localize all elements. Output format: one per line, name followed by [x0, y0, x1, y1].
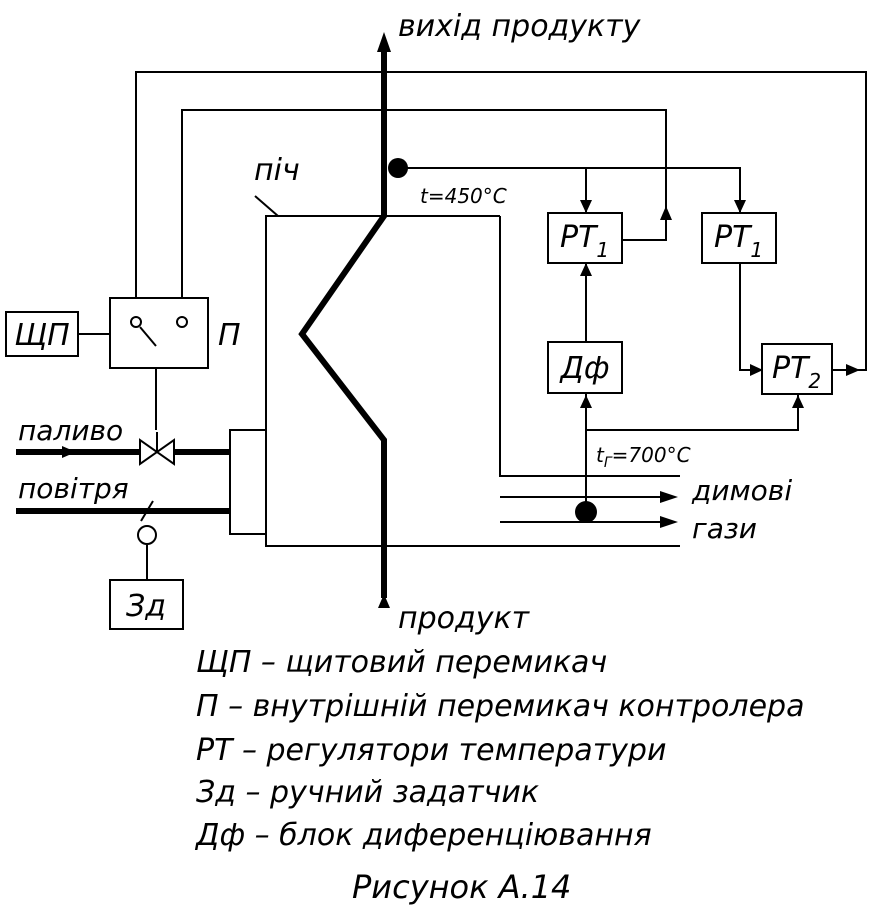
furnace-leader	[254, 195, 279, 217]
block-rt2-main: РТ	[772, 351, 811, 386]
legend-line: Дф – блок диференціювання	[194, 818, 652, 853]
product-pipe	[298, 32, 391, 608]
flue-gas-arrowhead-1	[660, 491, 678, 503]
block-rt1-a-sub: 1	[596, 238, 609, 262]
label-temp-gas-symbol: t	[596, 443, 605, 467]
flue-gas-arrowhead-2	[660, 516, 678, 528]
product-out-arrow	[377, 32, 391, 52]
signal-line-gas-to-rt2	[586, 394, 799, 431]
block-rt2: РТ2	[761, 343, 833, 395]
block-rt1-b-sub: 1	[750, 238, 763, 262]
label-flue: димові	[691, 474, 792, 507]
block-rt1-b-label: РТ1	[714, 220, 763, 262]
signal-line-rt1-to-rt2	[739, 262, 762, 371]
signal-line-inner-loop	[181, 109, 667, 316]
block-p-contact-right	[176, 316, 188, 328]
block-df: Дф	[547, 341, 623, 394]
block-shchp: ЩП	[5, 311, 79, 357]
label-temp-product: t=450°C	[420, 184, 507, 208]
legend-line: Зд – ручний задатчик	[196, 775, 539, 810]
block-rt1-a-frame	[547, 212, 623, 264]
block-p: П	[109, 297, 241, 369]
label-product-in: продукт	[398, 601, 531, 636]
flue-gas-arrows	[500, 491, 678, 528]
legend-line: ЩП – щитовий перемикач	[196, 645, 607, 680]
gas-temp-sensor	[575, 501, 597, 523]
air-damper-actuator	[137, 525, 157, 545]
arrow-out-rt2	[846, 364, 860, 376]
block-rt1-a: РТ1	[547, 212, 623, 264]
label-furnace: піч	[254, 153, 300, 188]
block-rt1-a-label: РТ1	[560, 220, 609, 262]
block-rt2-frame	[761, 343, 833, 395]
block-zd-frame	[109, 579, 184, 630]
label-fuel: паливо	[18, 414, 123, 447]
label-air: повітря	[18, 472, 129, 505]
block-rt1-b-frame	[701, 212, 777, 264]
block-rt1-b: РТ1	[701, 212, 777, 264]
furnace-flue-channel	[499, 216, 680, 477]
arrow-up-df	[580, 395, 592, 408]
block-p-contact-left	[130, 316, 142, 328]
block-shchp-frame	[5, 311, 79, 357]
arrow-up-rt1-a	[580, 263, 592, 276]
burner-box	[229, 429, 267, 535]
air-damper-blade	[140, 500, 154, 522]
block-rt1-b-main: РТ	[714, 220, 753, 255]
block-shchp-label: ЩП	[14, 318, 69, 353]
arrow-up-inner-loop	[660, 206, 672, 220]
legend-line: П – внутрішній перемикач контролера	[196, 689, 804, 724]
legend: ЩП – щитовий перемикач П – внутрішній пе…	[194, 645, 804, 853]
signal-line-product-temp	[398, 167, 741, 212]
arrow-to-rt1-a	[580, 200, 592, 213]
block-df-frame	[547, 341, 623, 394]
label-product-out: вихід продукту	[398, 9, 642, 44]
fuel-flow-arrow	[62, 446, 76, 458]
product-in-arrow	[378, 594, 390, 608]
arrow-up-rt2	[792, 395, 804, 408]
block-df-label: Дф	[558, 351, 609, 386]
block-zd-label: Зд	[126, 589, 166, 624]
block-rt2-label: РТ2	[772, 351, 821, 393]
block-p-frame	[109, 297, 209, 369]
product-temp-sensor	[388, 158, 408, 178]
block-rt1-a-main: РТ	[560, 220, 599, 255]
arrow-to-rt1-b	[734, 200, 746, 213]
label-temp-gas: tГ=700°C	[596, 443, 691, 471]
air-damper	[137, 500, 157, 545]
feed-pipes	[16, 446, 230, 514]
block-rt2-sub: 2	[808, 369, 821, 393]
block-p-switch-blade	[139, 326, 157, 347]
label-temp-gas-value: =700°C	[612, 443, 691, 467]
block-p-label: П	[218, 318, 241, 353]
fuel-valve	[139, 432, 175, 466]
figure-caption: Рисунок А.14	[352, 868, 571, 906]
block-zd: Зд	[109, 579, 184, 630]
label-temp-gas-sub: Г	[604, 455, 613, 471]
label-gases: гази	[692, 512, 757, 545]
legend-line: РТ – регулятори температури	[196, 733, 666, 768]
product-coil	[298, 48, 387, 598]
arrow-to-rt2	[750, 364, 763, 376]
arrowheads	[580, 200, 860, 408]
